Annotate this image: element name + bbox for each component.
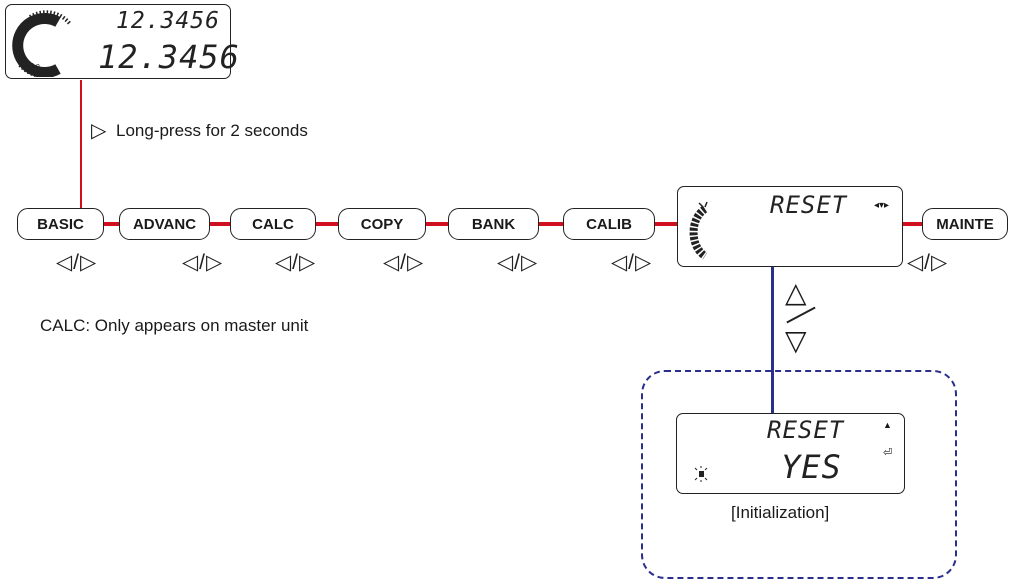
nav-hint-advanc: ◁/▷ [182,251,224,274]
connector-calc-copy [316,222,338,226]
init-line-2: YES [781,448,842,486]
enter-indicator-icon: ⏎ [883,447,893,459]
reset-to-init-connector [771,266,774,414]
up-indicator-icon: ▲ [883,420,892,430]
display-line-2: 12.3456 [98,38,240,76]
nav-hint-mainte: ◁/▷ [907,251,949,274]
long-press-text: Long-press for 2 seconds [116,121,308,140]
display-line-1: 12.3456 [116,8,220,34]
gauge-lo-label: Lo [32,63,40,70]
blink-indicator-icon [694,466,708,482]
arrow-cluster-icon: ◂▾▸ [874,200,890,211]
nav-hint-calc: ◁/▷ [275,251,317,274]
long-press-symbol: ▷ [91,120,107,142]
menu-basic-button[interactable]: BASIC [17,208,104,240]
connector-calib-reset [655,222,677,226]
connector-basic-advanc [104,222,119,226]
init-display: RESET YES ▲ ⏎ [676,413,905,494]
menu-calc-button[interactable]: CALC [230,208,316,240]
nav-hint-basic: ◁/▷ [56,251,98,274]
main-display: Lo 12.3456 12.3456 [5,4,239,79]
menu-copy-button[interactable]: COPY [338,208,426,240]
calc-master-note: CALC: Only appears on master unit [40,316,309,335]
up-arrow-icon: △ [785,277,807,308]
initialization-caption: [Initialization] [731,503,830,522]
init-line-1: RESET [767,416,845,444]
menu-advanc-button[interactable]: ADVANC [119,208,210,240]
up-down-separator [786,306,816,324]
nav-hint-bank: ◁/▷ [497,251,539,274]
connector-bank-calib [539,222,563,226]
initialization-dashed-box [641,370,957,579]
connector-reset-mainte [902,222,922,226]
menu-calib-button[interactable]: CALIB [563,208,655,240]
long-press-connector [80,80,82,208]
down-arrow-icon: ▽ [785,325,807,356]
nav-hint-copy: ◁/▷ [383,251,425,274]
nav-hint-calib: ◁/▷ [611,251,653,274]
connector-copy-bank [426,222,448,226]
menu-bank-button[interactable]: BANK [448,208,539,240]
reset-label: RESET [770,191,848,219]
reset-display[interactable]: RESET ◂▾▸ [677,186,903,267]
bar-gauge-icon [12,10,72,77]
connector-advanc-calc [210,222,230,226]
bar-gauge-icon [689,201,708,260]
menu-mainte-button[interactable]: MAINTE [922,208,1008,240]
